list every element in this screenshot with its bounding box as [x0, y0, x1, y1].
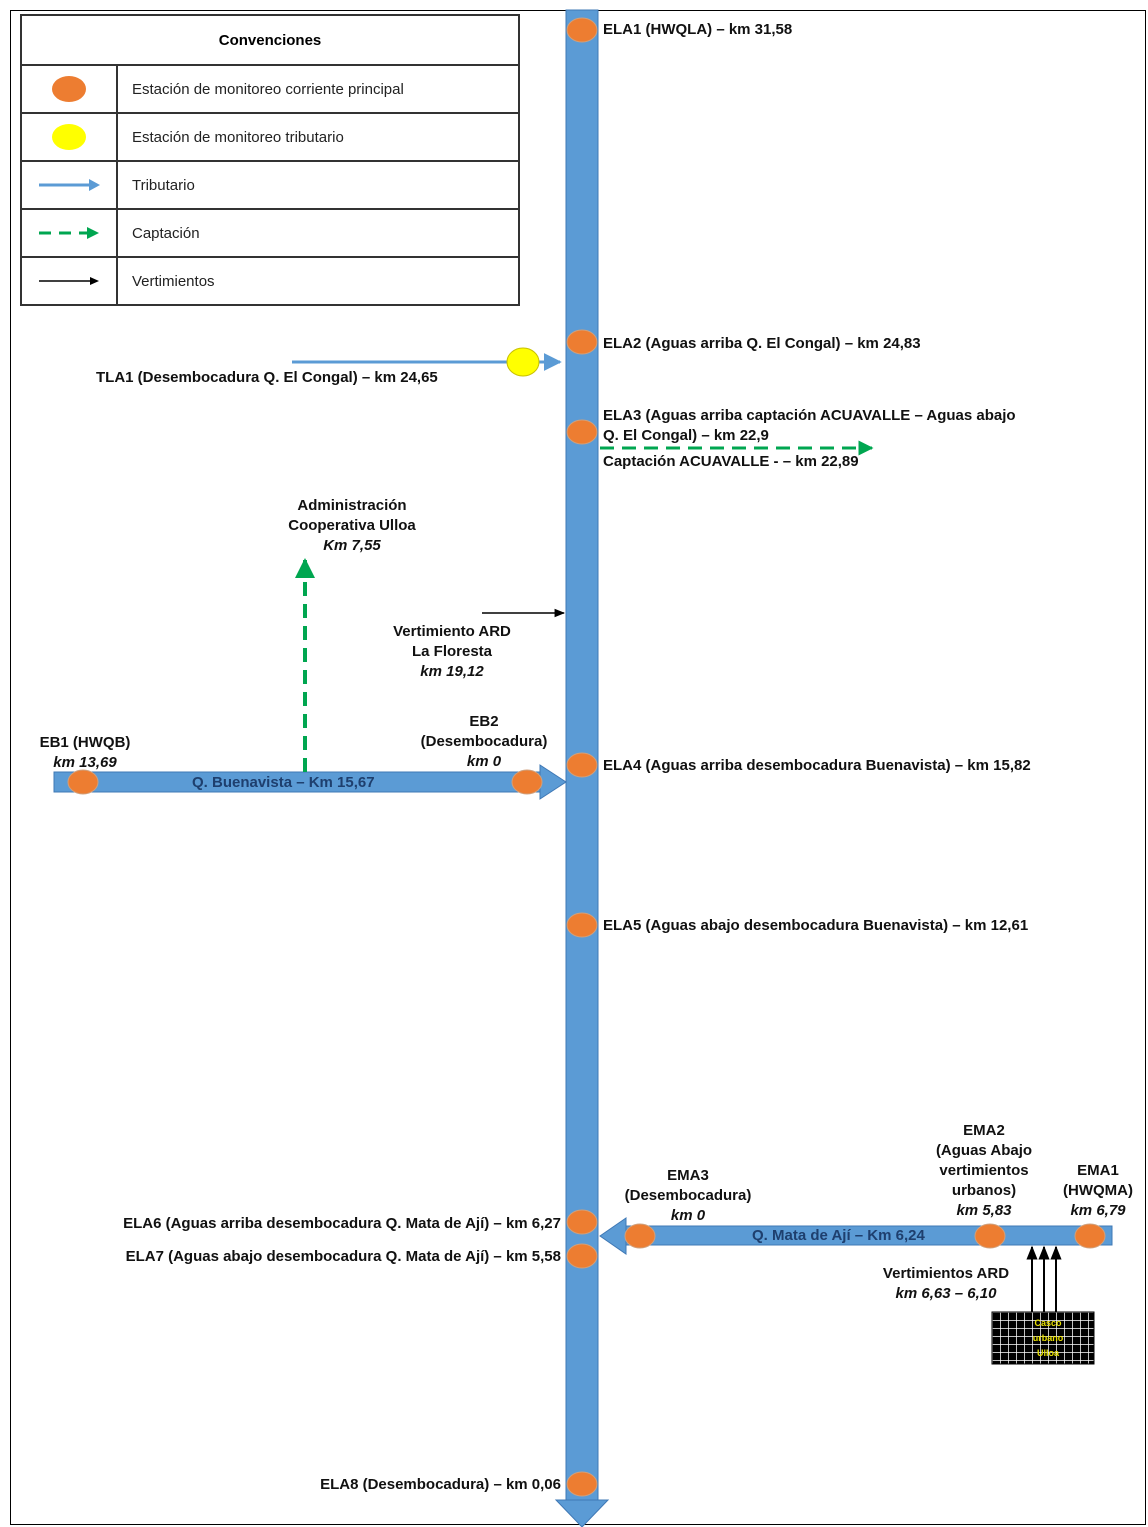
label-ela2: ELA2 (Aguas arriba Q. El Congal) – km 24…: [603, 335, 921, 352]
main-station-markers: [566, 17, 598, 1497]
label-urban-area-line3: Ulloa: [1036, 1348, 1059, 1358]
label-vertimientos-ard-line1: Vertimientos ARD: [882, 1265, 1010, 1282]
station-ela1: [566, 17, 598, 43]
label-ema1: EMA1 (HWQMA) km 6,79: [1050, 1161, 1146, 1221]
label-eb1-name: EB1 (HWQB): [39, 734, 131, 751]
station-ela8: [566, 1471, 598, 1497]
label-vertimientos-ard: Vertimientos ARD km 6,63 – 6,10: [856, 1264, 1036, 1304]
label-eb1: EB1 (HWQB) km 13,69: [20, 733, 150, 773]
label-captacion-acuavalle: Captación ACUAVALLE - – km 22,89: [603, 453, 859, 470]
station-tla1: [506, 347, 540, 377]
black-arrow-icon: [39, 276, 99, 285]
legend-label-main-station: Estación de monitoreo corriente principa…: [116, 64, 520, 114]
label-ema1-desc: (HWQMA): [1063, 1182, 1133, 1199]
label-mata-aji-river: Q. Mata de Ají – Km 6,24: [752, 1227, 925, 1244]
label-ema2-line1: (Aguas Abajo: [935, 1142, 1033, 1159]
label-ema3-name: EMA3: [667, 1167, 709, 1184]
label-ela8: ELA8 (Desembocadura) – km 0,06: [320, 1476, 561, 1493]
label-administracion-line1: Administración: [297, 497, 407, 514]
legend-label-vertimientos: Vertimientos: [116, 256, 520, 306]
label-eb2-km: km 0: [466, 753, 502, 770]
label-ela3: ELA3 (Aguas arriba captación ACUAVALLE –…: [603, 406, 1016, 446]
station-ela3: [566, 419, 598, 445]
label-ema2-line2: vertimientos: [939, 1162, 1029, 1179]
label-eb2-desc: (Desembocadura): [420, 733, 548, 750]
label-ela1: ELA1 (HWQLA) – km 31,58: [603, 21, 793, 38]
label-eb2-name: EB2: [469, 713, 499, 730]
label-tla1: TLA1 (Desembocadura Q. El Congal) – km 2…: [96, 369, 438, 386]
station-eb2: [511, 769, 543, 795]
legend-label-captacion: Captación: [116, 208, 520, 258]
label-ema3: EMA3 (Desembocadura) km 0: [608, 1166, 768, 1226]
label-ard-floresta-line2: La Floresta: [411, 643, 493, 660]
label-ema3-km: km 0: [670, 1207, 706, 1224]
label-eb1-km: km 13,69: [53, 754, 117, 771]
label-ema2-name: EMA2: [963, 1122, 1005, 1139]
legend-label-tributary-station: Estación de monitoreo tributario: [116, 112, 520, 162]
orange-dot-icon: [52, 76, 86, 102]
label-ela6: ELA6 (Aguas arriba desembocadura Q. Mata…: [123, 1215, 561, 1232]
station-eb1: [67, 769, 99, 795]
label-ela4: ELA4 (Aguas arriba desembocadura Buenavi…: [603, 757, 1031, 774]
label-urban-area: Casco urbano Ulloa: [1024, 1316, 1072, 1361]
legend-table: Convenciones Estación de monitoreo corri…: [20, 14, 520, 306]
label-ema2-km: km 5,83: [956, 1202, 1012, 1219]
station-ela6: [566, 1209, 598, 1235]
legend-label-tributario: Tributario: [116, 160, 520, 210]
station-ela2: [566, 329, 598, 355]
label-urban-area-line2: urbano: [1032, 1333, 1064, 1343]
label-ela7: ELA7 (Aguas abajo desembocadura Q. Mata …: [125, 1248, 561, 1265]
label-ela3-line2: Q. El Congal) – km 22,9: [603, 427, 769, 444]
label-administracion-km: Km 7,55: [323, 537, 381, 554]
label-ard-floresta-km: km 19,12: [420, 663, 484, 680]
label-ela3-line1: ELA3 (Aguas arriba captación ACUAVALLE –…: [603, 407, 1016, 424]
station-ela7: [566, 1243, 598, 1269]
label-buenavista-river: Q. Buenavista – Km 15,67: [192, 774, 375, 791]
yellow-dot-icon: [52, 124, 86, 150]
label-eb2: EB2 (Desembocadura) km 0: [404, 712, 564, 772]
station-ema2: [974, 1223, 1006, 1249]
label-administracion: Administración Cooperativa Ulloa Km 7,55: [252, 496, 452, 556]
legend-title: Convenciones: [20, 14, 520, 66]
label-administracion-line2: Cooperativa Ulloa: [288, 517, 416, 534]
urban-area-icon: [991, 1311, 1095, 1365]
label-ard-floresta-line1: Vertimiento ARD: [393, 623, 511, 640]
label-urban-area-line1: Casco: [1034, 1318, 1062, 1328]
vertimientos-ard-arrows: [1026, 1245, 1062, 1312]
label-ema2-line3: urbanos): [951, 1182, 1017, 1199]
label-ema2: EMA2 (Aguas Abajo vertimientos urbanos) …: [914, 1121, 1054, 1221]
label-ema1-name: EMA1: [1077, 1162, 1119, 1179]
station-ela5: [566, 912, 598, 938]
label-ema1-km: km 6,79: [1070, 1202, 1126, 1219]
station-ela4: [566, 752, 598, 778]
green-dashed-arrow-icon: [39, 226, 99, 239]
label-vertimientos-ard-km: km 6,63 – 6,10: [895, 1285, 997, 1302]
label-ela5: ELA5 (Aguas abajo desembocadura Buenavis…: [603, 917, 1029, 934]
station-ema3: [624, 1223, 656, 1249]
station-ema1: [1074, 1223, 1106, 1249]
blue-arrow-icon: [39, 178, 100, 191]
label-ard-floresta: Vertimiento ARD La Floresta km 19,12: [362, 622, 542, 682]
label-ema3-desc: (Desembocadura): [624, 1187, 752, 1204]
